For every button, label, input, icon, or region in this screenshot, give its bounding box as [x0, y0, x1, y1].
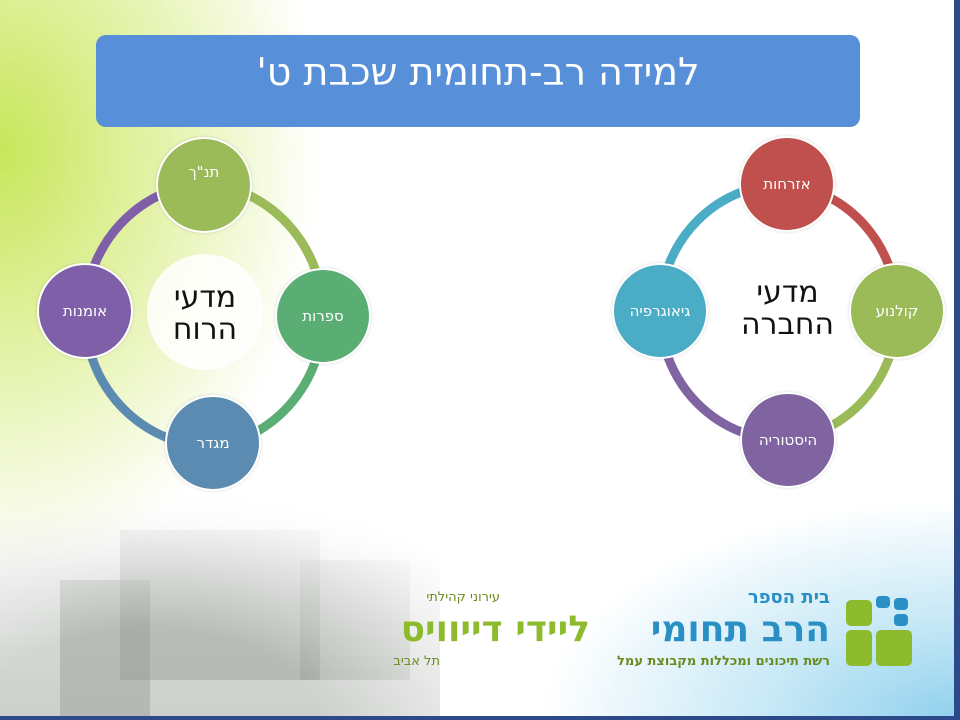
logo-name-green: ליידי דייוויס — [400, 609, 590, 650]
school-building-photo — [0, 470, 440, 720]
node-civics: אזרחות — [739, 136, 835, 232]
node-tanakh: תנ"ך — [156, 137, 252, 233]
right-cycle-center: מדעי החברה — [730, 277, 845, 341]
center-line-2: החברה — [740, 307, 835, 342]
logo-school-prefix: בית הספר — [747, 587, 830, 608]
node-geography: גיאוגרפיה — [612, 263, 708, 359]
node-art: אומנות — [37, 263, 133, 359]
center-line-1: מדעי — [173, 280, 237, 315]
center-line-1: מדעי — [756, 275, 819, 310]
center-line-2: הרוח — [172, 312, 238, 347]
slide-title: למידה רב-תחומית שכבת ט' — [96, 35, 860, 127]
left-cycle-center: מדעי הרוח — [145, 282, 265, 346]
logo-network: רשת תיכונים ומכללות מקבוצת עמל — [617, 654, 830, 669]
node-literature: ספרות — [275, 268, 371, 364]
logo-community: עירוני קהילתי — [426, 590, 500, 605]
node-gender: מגדר — [165, 395, 261, 491]
logo-city: תל אביב — [393, 654, 440, 669]
node-history: היסטוריה — [740, 392, 836, 488]
node-cinema: קולנוע — [849, 263, 945, 359]
school-logo: בית הספר הרב תחומי ליידי דייוויס עירוני … — [360, 588, 920, 680]
logo-school-name: הרב תחומי — [650, 609, 830, 650]
